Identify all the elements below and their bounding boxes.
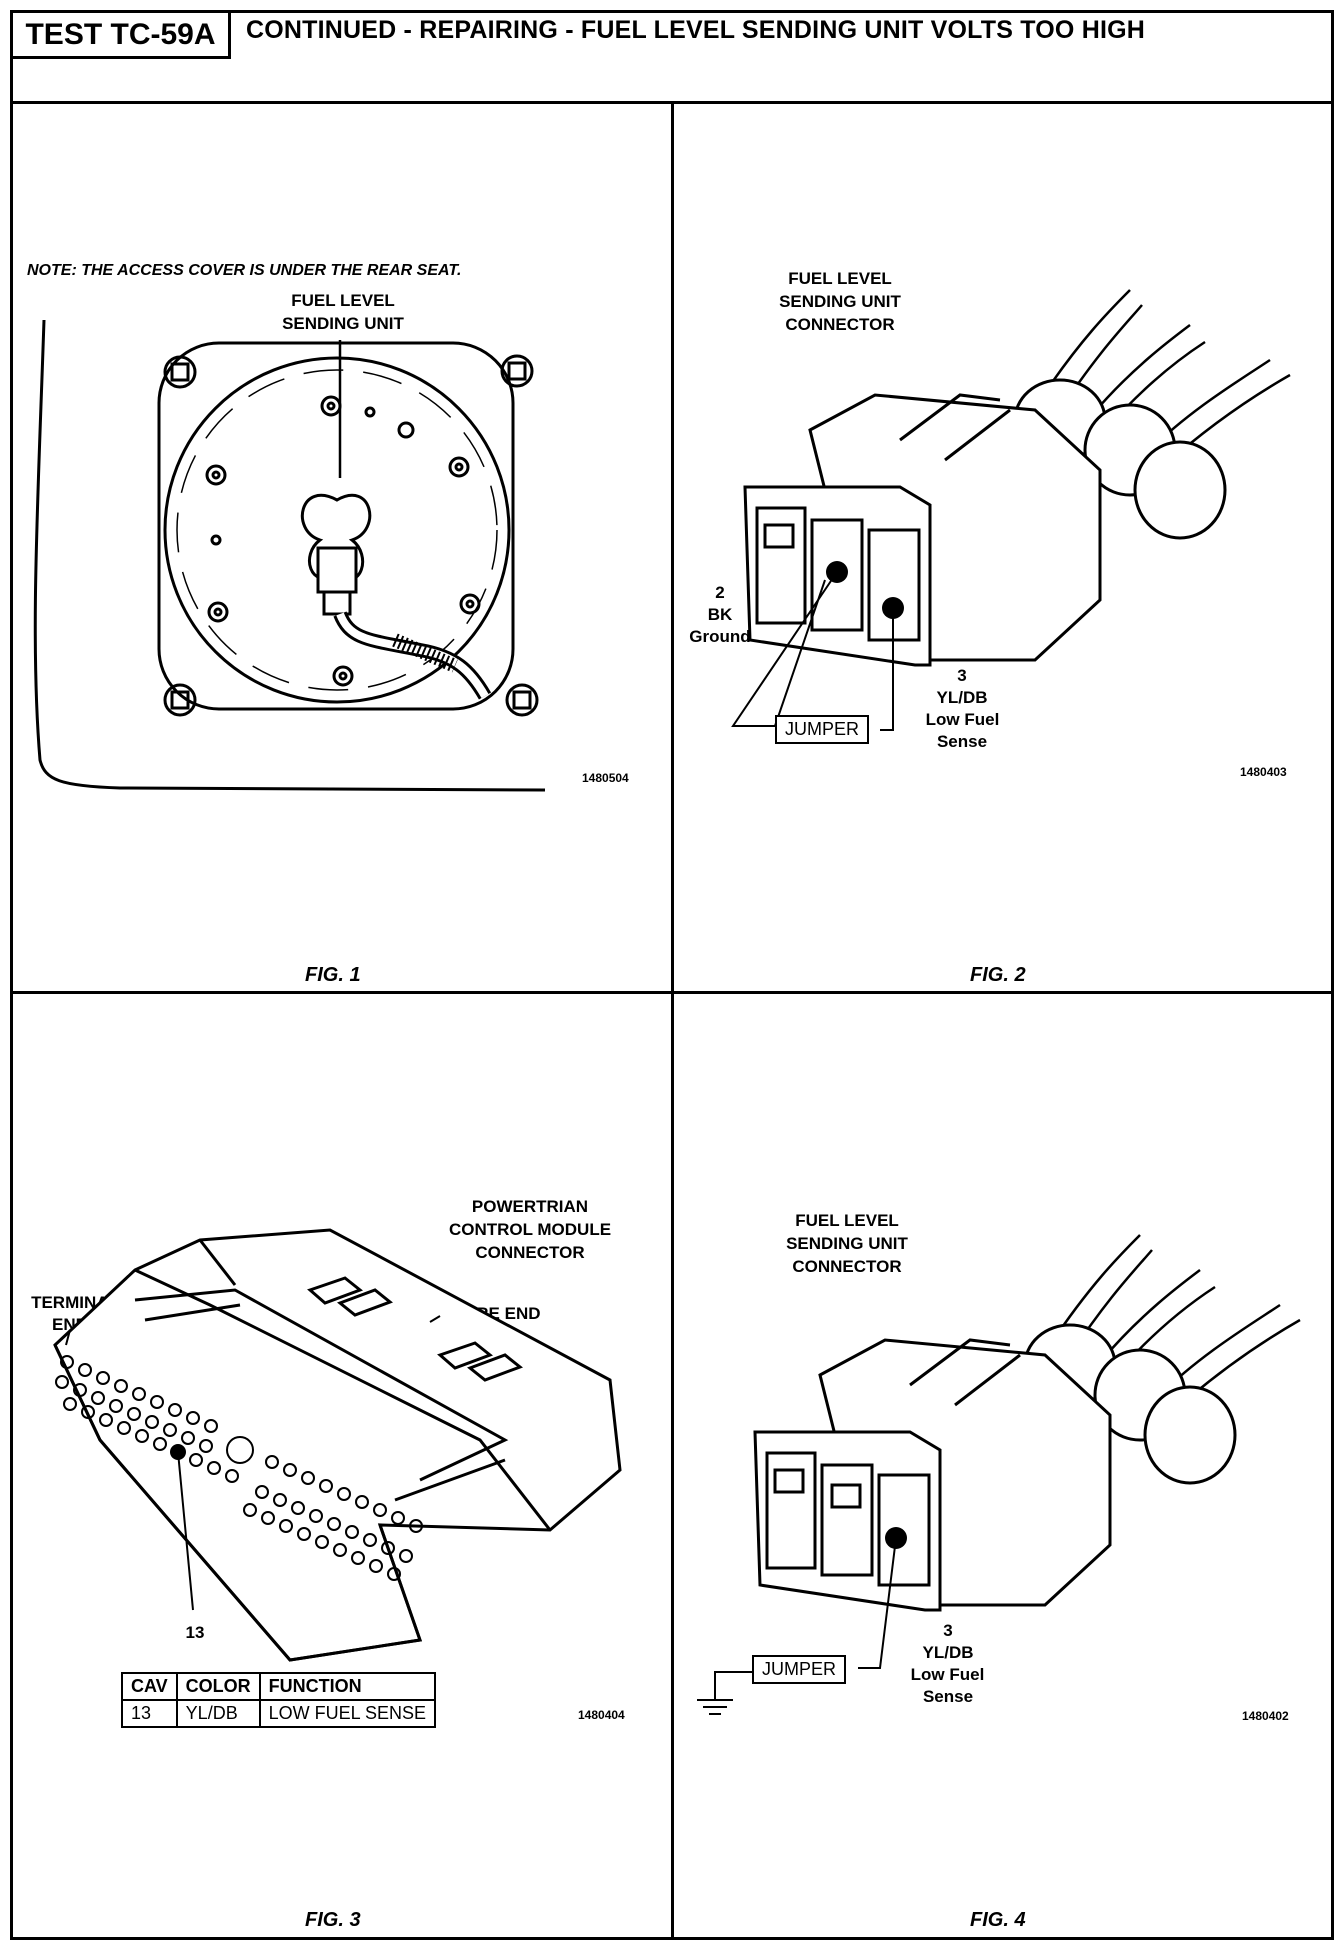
fig4-title-line2: SENDING UNIT (786, 1234, 908, 1253)
fig2-pin3-line3: Low Fuel (925, 710, 1000, 729)
fig3-title-line3: CONNECTOR (475, 1243, 585, 1262)
fig4-pin3-line4: Sense (922, 1687, 974, 1706)
table-cell-function: LOW FUEL SENSE (258, 1699, 437, 1728)
fig3-pin-13: 13 (185, 1623, 205, 1642)
fig4-pin3-line2: YL/DB (922, 1643, 974, 1662)
table-header-color: COLOR (175, 1672, 261, 1701)
fig2-pin3-line1: 3 (957, 666, 967, 685)
fig3-terminal-line2: END (52, 1315, 88, 1334)
fig2-pin2-line1: 2 (715, 583, 725, 602)
fig3-cavity-table: CAV COLOR FUNCTION 13 YL/DB LOW FUEL SEN… (121, 1672, 437, 1728)
table-cell-cav: 13 (121, 1699, 178, 1728)
fig2-ref: 1480403 (1240, 765, 1287, 779)
fig2-title-line3: CONNECTOR (785, 315, 895, 334)
table-row: 13 YL/DB LOW FUEL SENSE (121, 1699, 437, 1728)
table-header-cav: CAV (121, 1672, 178, 1701)
fig1-note: NOTE: THE ACCESS COVER IS UNDER THE REAR… (27, 262, 462, 279)
table-header-row: CAV COLOR FUNCTION (121, 1672, 437, 1701)
fig3-terminal-line1: TERMINAL (31, 1293, 119, 1312)
fig3-caption: FIG. 3 (305, 1909, 361, 1931)
table-cell-color: YL/DB (175, 1699, 261, 1728)
fig1-caption: FIG. 1 (305, 964, 361, 986)
fig2-caption: FIG. 2 (970, 964, 1026, 986)
fig1-label-line2: SENDING UNIT (282, 314, 404, 333)
fig2-pin2-line2: BK (707, 605, 733, 624)
fig4-title-line3: CONNECTOR (792, 1257, 902, 1276)
fig2-pin3-line2: YL/DB (936, 688, 988, 707)
fig1-label-line1: FUEL LEVEL (291, 291, 395, 310)
fig2-jumper-label: JUMPER (775, 715, 870, 744)
fig3-ref: 1480404 (578, 1708, 625, 1722)
fig1-ref: 1480504 (582, 771, 629, 785)
page-title: CONTINUED - REPAIRING - FUEL LEVEL SENDI… (246, 16, 1146, 44)
fig4-ref: 1480402 (1242, 1709, 1289, 1723)
fig4-pin3-line3: Low Fuel (910, 1665, 985, 1684)
fig2-pin2-line3: Ground (689, 627, 751, 646)
fig4-pin3-line1: 3 (943, 1621, 953, 1640)
fig4-caption: FIG. 4 (970, 1909, 1026, 1931)
fig2-title-line1: FUEL LEVEL (788, 269, 892, 288)
fig3-wire-end: WIRE END (455, 1304, 541, 1323)
table-header-function: FUNCTION (258, 1672, 437, 1701)
fig2-title-line2: SENDING UNIT (779, 292, 901, 311)
fig3-title-line1: POWERTRIAN (471, 1197, 589, 1216)
fig3-title-line2: CONTROL MODULE (448, 1220, 612, 1239)
fig2-pin3-line4: Sense (936, 732, 988, 751)
test-id: TEST TC-59A (13, 13, 231, 59)
grid-vertical-divider (671, 101, 674, 1940)
grid-horizontal-divider (10, 991, 1334, 994)
fig4-title-line1: FUEL LEVEL (795, 1211, 899, 1230)
fig4-jumper-label: JUMPER (752, 1655, 847, 1684)
